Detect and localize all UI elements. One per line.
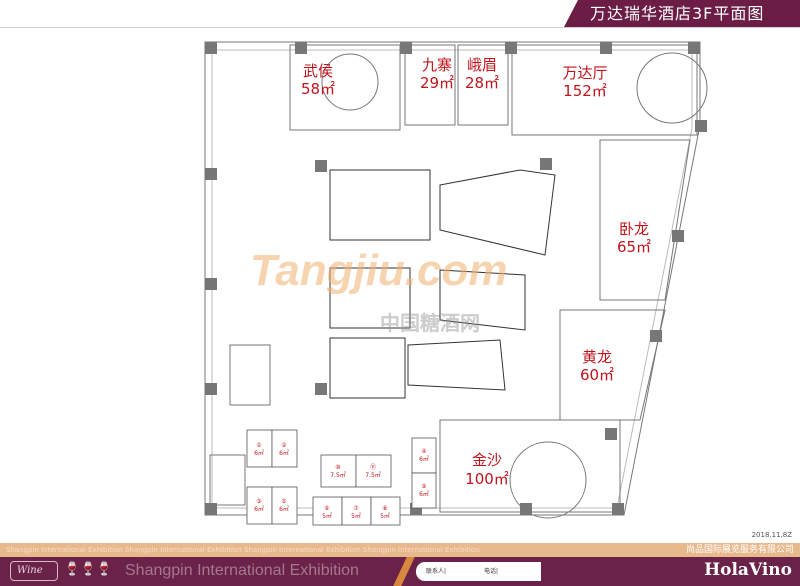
page-title: 万达瑞华酒店3F平面图	[564, 0, 800, 27]
room-area: 28㎡	[465, 74, 499, 92]
room-area: 60㎡	[580, 366, 614, 384]
room-name: 万达厅	[562, 64, 607, 82]
room-jiuzhai	[404, 44, 456, 126]
watermark-cn: 中国糖酒网	[380, 311, 480, 335]
slogan: Shangpin International Exhibition	[125, 562, 359, 579]
room-area: 58㎡	[301, 80, 335, 98]
booth-label: 6㎡	[279, 449, 289, 457]
booth-label: ①	[256, 442, 261, 449]
wine-glasses-icon: 🍷🍷🍷	[64, 562, 113, 577]
room-jinsha	[439, 419, 621, 513]
room-huanglong	[559, 309, 666, 421]
room-name: 黄龙	[582, 348, 612, 366]
footer-bar: Wine 🍷🍷🍷 Shangpin International Exhibiti…	[0, 557, 800, 586]
booth-label: 5㎡	[322, 512, 332, 520]
booth-label: ⑥	[324, 505, 329, 512]
brand-logo: HolaVino	[704, 560, 792, 580]
core-right	[439, 169, 556, 256]
room-name: 峨眉	[467, 56, 497, 74]
contact-label: 联系人|	[426, 568, 447, 575]
booth-label: ⑨	[421, 483, 426, 490]
contact-box: 联系人| 电话|	[416, 562, 541, 581]
phone-label: 电话|	[484, 568, 499, 575]
booth-label: 6㎡	[419, 455, 429, 463]
floor-plan: 武侯 58㎡ 九寨 29㎡ 峨眉 28㎡ 万达厅 152㎡ 卧龙 65㎡ 黄龙 …	[204, 41, 708, 526]
booth-label: ⑦	[353, 505, 359, 512]
room-area: 152㎡	[563, 82, 607, 100]
band-text: Shangpin International Exhibition Shangp…	[6, 546, 480, 554]
room-labels: 武侯 58㎡ 九寨 29㎡ 峨眉 28㎡ 万达厅 152㎡ 卧龙 65㎡ 黄龙 …	[301, 56, 651, 488]
booth-label: 7.5㎡	[330, 471, 346, 479]
footer-band: Shangpin International Exhibition Shangp…	[0, 543, 800, 557]
outer-wall	[204, 41, 701, 516]
booth-label: 6㎡	[254, 449, 264, 457]
booth-label: ⑤	[281, 498, 286, 505]
watermark-latin: Tangjiu.com	[250, 246, 508, 295]
booth-label: 5㎡	[380, 512, 390, 520]
core-left	[329, 169, 431, 241]
booth-label: ⑪	[370, 463, 376, 471]
room-name: 九寨	[422, 56, 452, 74]
room-name: 卧龙	[619, 220, 649, 238]
room-area: 65㎡	[617, 238, 651, 256]
booth-label: ⑧	[382, 505, 387, 512]
booth-label: 5㎡	[351, 512, 361, 520]
booth-label: 6㎡	[419, 490, 429, 498]
room-area: 29㎡	[420, 74, 454, 92]
plan-date: 2018.11.8Z	[751, 531, 792, 539]
booth-label: ④	[421, 448, 426, 455]
room-area: 100㎡	[465, 470, 509, 488]
booth-label: 7.5㎡	[365, 471, 381, 479]
booth-label: 6㎡	[254, 505, 264, 513]
room-wuhou	[289, 44, 401, 131]
room-emei	[457, 44, 509, 126]
booth-label: ③	[256, 498, 261, 505]
room-name: 金沙	[472, 451, 502, 469]
room-wolong	[599, 139, 691, 301]
divider-slash	[393, 557, 415, 586]
wine-bottle-logo: Wine	[10, 561, 58, 581]
booths	[246, 429, 437, 526]
company-name: 尚品国际展览服务有限公司	[685, 545, 794, 555]
booth-label: ②	[281, 442, 287, 449]
booth-label: 6㎡	[279, 505, 289, 513]
booth-label: ⑩	[335, 464, 340, 471]
header-divider	[0, 27, 800, 28]
room-name: 武侯	[303, 62, 333, 80]
